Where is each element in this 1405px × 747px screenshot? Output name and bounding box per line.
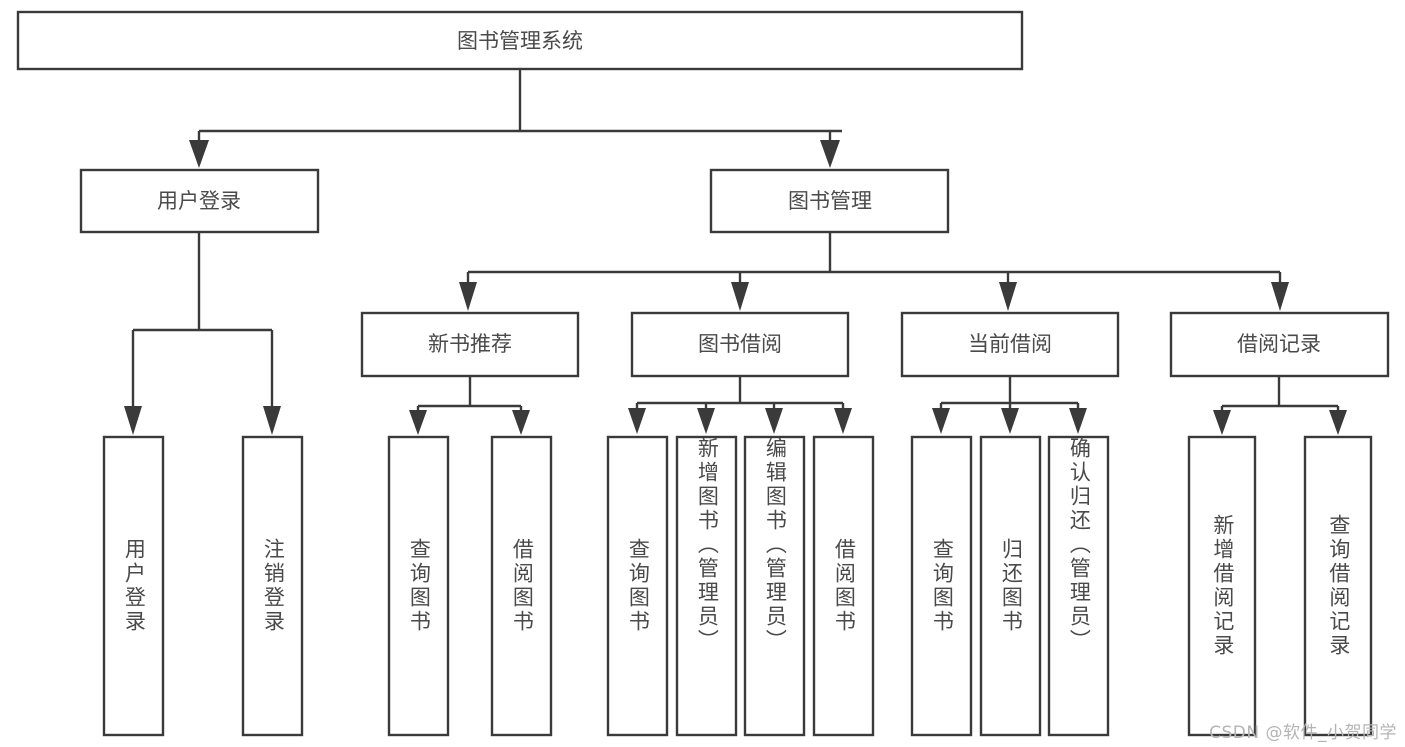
leaf-box-borrow-book-2[interactable] xyxy=(812,435,875,737)
leaf-box-add-book[interactable] xyxy=(675,435,738,737)
arrow-head-to-current-borrow xyxy=(999,282,1017,311)
arrow-head-leaf-add-record xyxy=(1213,410,1231,435)
node-box-group xyxy=(16,10,1390,737)
arrow-head-to-user-login xyxy=(189,140,209,168)
node-borrow-record[interactable] xyxy=(1169,311,1390,378)
node-current-borrow[interactable] xyxy=(900,311,1120,378)
arrow-head-to-book-manage xyxy=(820,140,840,168)
node-label-book-borrow: 图书借阅 xyxy=(698,332,782,356)
node-new-book-recommend[interactable] xyxy=(360,311,580,378)
node-label-root: 图书管理系统 xyxy=(457,29,583,53)
leaf-box-user-login[interactable] xyxy=(102,435,165,737)
node-label-user-login: 用户登录 xyxy=(157,189,241,213)
arrow-head-to-new-book xyxy=(459,282,477,311)
leaf-box-add-borrow-record[interactable] xyxy=(1187,435,1257,737)
node-label-new-book-recommend: 新书推荐 xyxy=(428,332,512,356)
arrow-head-leaf-borrow-book-2 xyxy=(834,408,852,434)
arrow-head-leaf-return-book xyxy=(1001,408,1019,434)
arrow-head-leaf-query-book-2 xyxy=(628,408,646,434)
arrow-head-leaf-edit-book xyxy=(765,408,783,434)
leaf-box-confirm-return[interactable] xyxy=(1047,435,1110,737)
leaf-box-borrow-book-1[interactable] xyxy=(490,435,553,737)
node-book-borrow[interactable] xyxy=(630,311,850,378)
arrow-head-leaf-borrow-book-1 xyxy=(512,410,530,435)
csdn-watermark: CSDN @软件_小贺同学 xyxy=(1209,723,1397,743)
node-label-borrow-record: 借阅记录 xyxy=(1237,332,1321,356)
arrow-head-leaf-confirm-return xyxy=(1069,408,1087,434)
node-label-group: 图书管理系统 用户登录 图书管理 新书推荐 图书借阅 当前借阅 借阅记录 xyxy=(157,29,1321,356)
arrow-head-to-borrow-book xyxy=(731,282,749,311)
leaf-box-query-book-2[interactable] xyxy=(606,435,669,737)
leaf-box-query-book-1[interactable] xyxy=(387,435,450,737)
node-book-manage[interactable] xyxy=(709,168,950,234)
arrow-head-leaf-user-logout xyxy=(263,406,281,435)
arrow-head-leaf-add-book xyxy=(697,408,715,434)
arrow-head-leaf-query-record xyxy=(1329,410,1347,435)
leaf-box-user-logout[interactable] xyxy=(241,435,304,737)
leaf-box-edit-book[interactable] xyxy=(743,435,806,737)
leaf-box-query-borrow-record[interactable] xyxy=(1303,435,1373,737)
node-label-book-manage: 图书管理 xyxy=(788,189,872,213)
connector-group xyxy=(124,69,1347,435)
arrow-head-leaf-user-login xyxy=(124,406,142,435)
node-root[interactable] xyxy=(16,10,1024,71)
node-label-current-borrow: 当前借阅 xyxy=(968,332,1052,356)
node-user-login[interactable] xyxy=(79,168,320,234)
arrow-head-leaf-query-book-3 xyxy=(932,408,950,434)
arrow-head-to-borrow-record xyxy=(1271,282,1289,311)
leaf-box-return-book[interactable] xyxy=(979,435,1042,737)
leaf-box-query-book-3[interactable] xyxy=(910,435,973,737)
arrow-head-leaf-query-book-1 xyxy=(409,410,427,435)
